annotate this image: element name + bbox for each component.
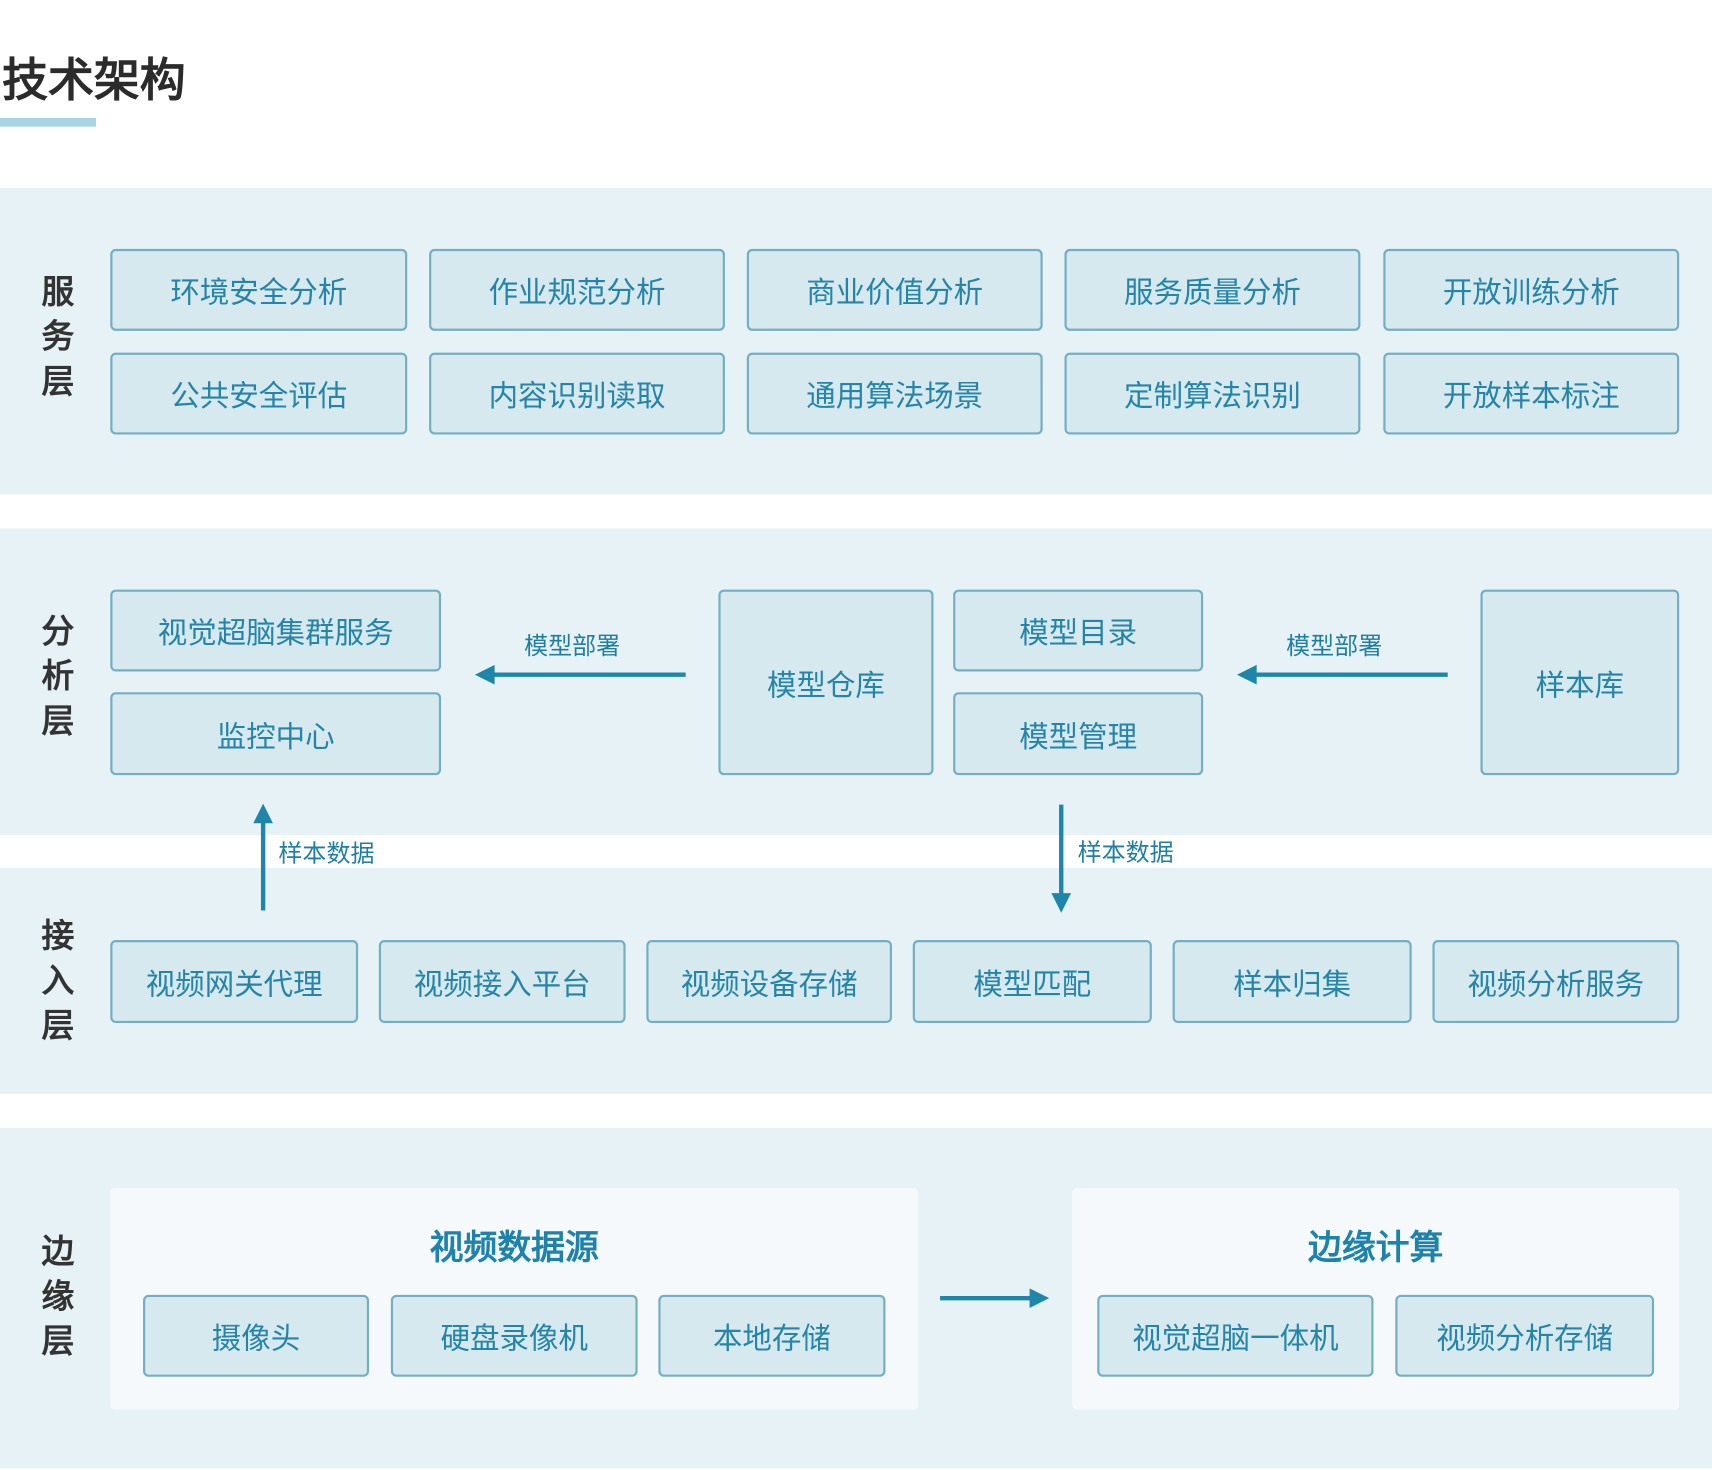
service-item: 开放样本标注 — [1383, 352, 1680, 435]
edge-compute-title: 边缘计算 — [1307, 1228, 1444, 1268]
service-layer-band — [0, 187, 1712, 495]
analysis-layer-label: 分析层 — [34, 613, 74, 748]
sample-library-box: 样本库 — [1480, 589, 1680, 776]
access-layer-label: 接入层 — [34, 918, 74, 1053]
edge-compute-item: 视频分析存储 — [1395, 1294, 1655, 1377]
service-item: 定制算法识别 — [1064, 352, 1361, 435]
service-layer-label: 服务层 — [34, 274, 74, 409]
model-repository-box: 模型仓库 — [718, 589, 934, 776]
access-item: 视频分析服务 — [1432, 940, 1680, 1024]
service-item: 环境安全分析 — [110, 248, 408, 331]
service-item: 开放训练分析 — [1383, 248, 1680, 331]
edge-layer-label: 边缘层 — [34, 1233, 74, 1369]
service-item: 内容识别读取 — [429, 352, 725, 435]
title-underline — [0, 117, 97, 127]
access-item: 样本归集 — [1172, 940, 1412, 1024]
video-source-title: 视频数据源 — [429, 1228, 599, 1268]
model-management-box: 模型管理 — [953, 692, 1204, 776]
cluster-service-box: 视觉超脑集群服务 — [110, 589, 442, 672]
service-item: 公共安全评估 — [110, 352, 408, 435]
access-item: 视频网关代理 — [110, 940, 359, 1024]
access-item: 视频设备存储 — [646, 940, 893, 1024]
service-item: 通用算法场景 — [746, 352, 1043, 435]
sample-data-up-label: 样本数据 — [278, 840, 375, 868]
service-item: 服务质量分析 — [1064, 248, 1361, 331]
deploy-arrow-right-label: 模型部署 — [1286, 633, 1383, 661]
deploy-arrow-left-label: 模型部署 — [524, 633, 621, 661]
edge-compute-item: 视觉超脑一体机 — [1097, 1294, 1374, 1377]
page-title: 技术架构 — [2, 53, 186, 107]
service-item: 商业价值分析 — [746, 248, 1043, 331]
video-source-item: 摄像头 — [143, 1294, 370, 1377]
model-catalog-box: 模型目录 — [953, 589, 1204, 672]
service-item: 作业规范分析 — [429, 248, 725, 331]
video-source-item: 硬盘录像机 — [390, 1294, 638, 1377]
sample-data-down-label: 样本数据 — [1077, 839, 1174, 867]
video-source-item: 本地存储 — [658, 1294, 886, 1377]
access-item: 视频接入平台 — [378, 940, 626, 1024]
access-item: 模型匹配 — [912, 940, 1152, 1024]
monitor-center-box: 监控中心 — [110, 692, 442, 776]
